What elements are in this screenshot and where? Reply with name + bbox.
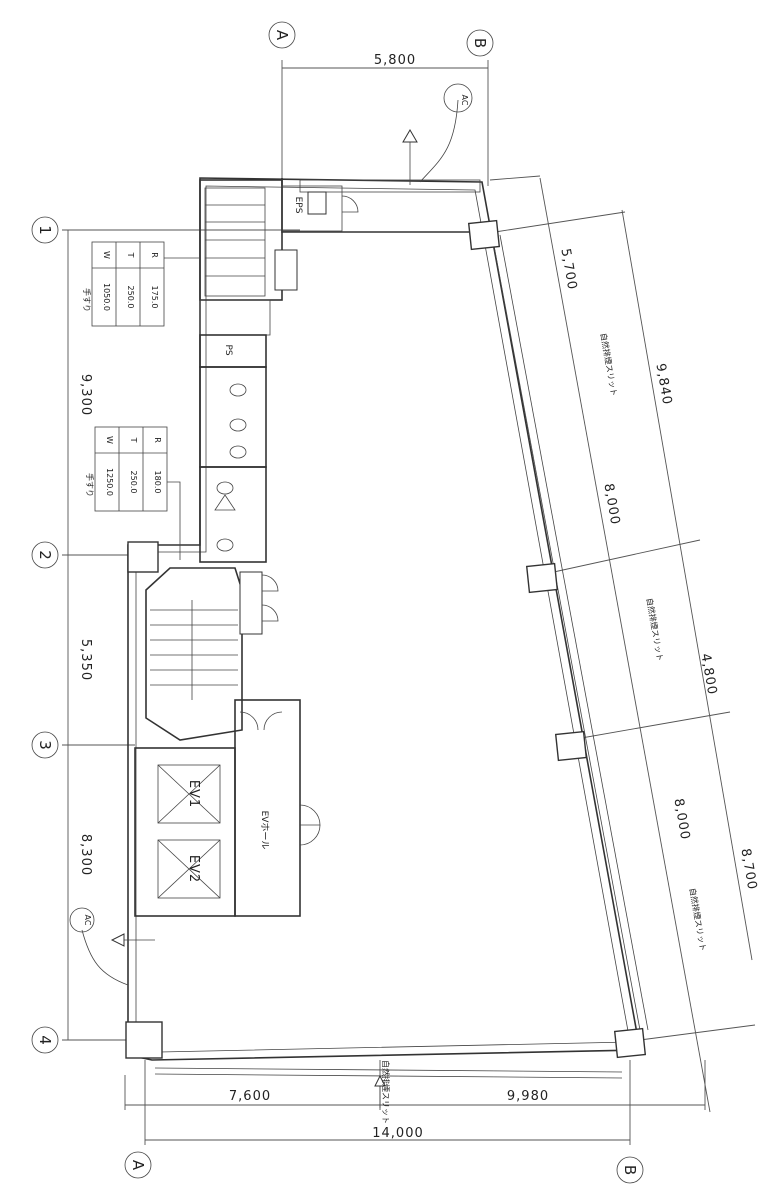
dim-left-3-4: 8,300 (78, 834, 93, 876)
table-b-v3: 1250.0 (105, 468, 114, 496)
spec-tables (91, 241, 200, 560)
spec-table-texts: W T R 1050.0 250.0 175.0 手すり W T R 1250.… (82, 251, 162, 497)
dim-left-1-2: 9,300 (78, 374, 93, 416)
slit-label-2: 自然排煙スリット (644, 597, 665, 662)
ac-marker-top (443, 83, 473, 113)
ac-top-label: AC (460, 95, 469, 106)
dim-bottom-right: 9,980 (507, 1089, 549, 1104)
ac-left-label: AC (83, 915, 92, 926)
ps-label: PS (223, 344, 233, 355)
grid-a-top-label: A (273, 30, 291, 41)
table-b-w: W (105, 436, 114, 444)
grid-bubble-4 (31, 1026, 59, 1054)
grid-bubble-a-top (268, 21, 296, 49)
dim-right-overall1: 9,840 (652, 362, 674, 406)
dim-top-span: 5,800 (374, 53, 416, 68)
table-a-v1: 175.0 (150, 286, 159, 309)
table-b-caption: 手すり (85, 473, 95, 497)
table-b-r: R (153, 437, 162, 443)
dimension-texts: 5,800 9,300 5,350 8,300 7,600 9,980 14,0… (78, 53, 759, 1141)
grid-3-label: 3 (36, 740, 54, 750)
dim-right-mid2: 8,000 (670, 797, 692, 841)
grid-bubble-b-bottom (616, 1156, 644, 1184)
grid-bubble-a-bottom (124, 1151, 152, 1179)
grid-bubble-3 (31, 731, 59, 759)
dim-right-overall2: 4,800 (697, 652, 719, 696)
dim-right-mid1: 8,000 (600, 482, 622, 526)
grid-b-top-label: B (471, 38, 489, 48)
grid-bubble-1 (31, 216, 59, 244)
slit-label-bottom: 自然排煙スリット (381, 1060, 391, 1124)
grid-2-label: 2 (36, 550, 54, 560)
table-a-t: T (126, 252, 135, 258)
table-a-w: W (102, 251, 111, 259)
table-a-r: R (150, 252, 159, 258)
grid-markers (31, 21, 644, 1184)
table-a-v3: 1050.0 (102, 283, 111, 311)
table-b-v1: 180.0 (153, 471, 162, 494)
grid-bubble-2 (31, 541, 59, 569)
structural-columns (125, 219, 647, 1059)
grid-4-label: 4 (36, 1035, 54, 1045)
slit-label-3: 自然排煙スリット (687, 887, 708, 952)
table-a-v2: 250.0 (126, 286, 135, 309)
slit-label-1: 自然排煙スリット (598, 332, 619, 397)
table-b-v2: 250.0 (129, 471, 138, 494)
ac-marker-left (69, 907, 95, 933)
service-core (199, 179, 359, 563)
dim-right-overall3: 8,700 (737, 847, 759, 891)
table-b-t: T (129, 437, 138, 443)
eps-label: EPS (293, 197, 303, 214)
table-a-caption: 手すり (82, 288, 92, 312)
grid-bubble-b-top (466, 29, 494, 57)
ev2-label: EV2 (186, 855, 201, 883)
grid-1-label: 1 (36, 225, 54, 235)
stairwell (145, 567, 279, 741)
dim-right-top: 5,700 (557, 247, 579, 291)
dim-bottom-left: 7,600 (229, 1089, 271, 1104)
ev-hall-label: EVホール (259, 811, 270, 850)
elevator-area (134, 699, 321, 917)
grid-a-bottom-label: A (129, 1160, 147, 1171)
grid-b-bottom-label: B (621, 1165, 639, 1175)
building-outline (127, 177, 649, 1079)
dim-bottom-total: 14,000 (372, 1126, 424, 1141)
room-labels: EPS PS EV1 EV2 EVホール AC AC 自然排煙スリット 自然排煙… (83, 95, 708, 1124)
grid-labels: A B 1 2 3 4 A B (36, 30, 639, 1175)
ev1-label: EV1 (186, 780, 201, 808)
dim-left-2-3: 5,350 (78, 639, 93, 681)
arrows (81, 99, 459, 1108)
